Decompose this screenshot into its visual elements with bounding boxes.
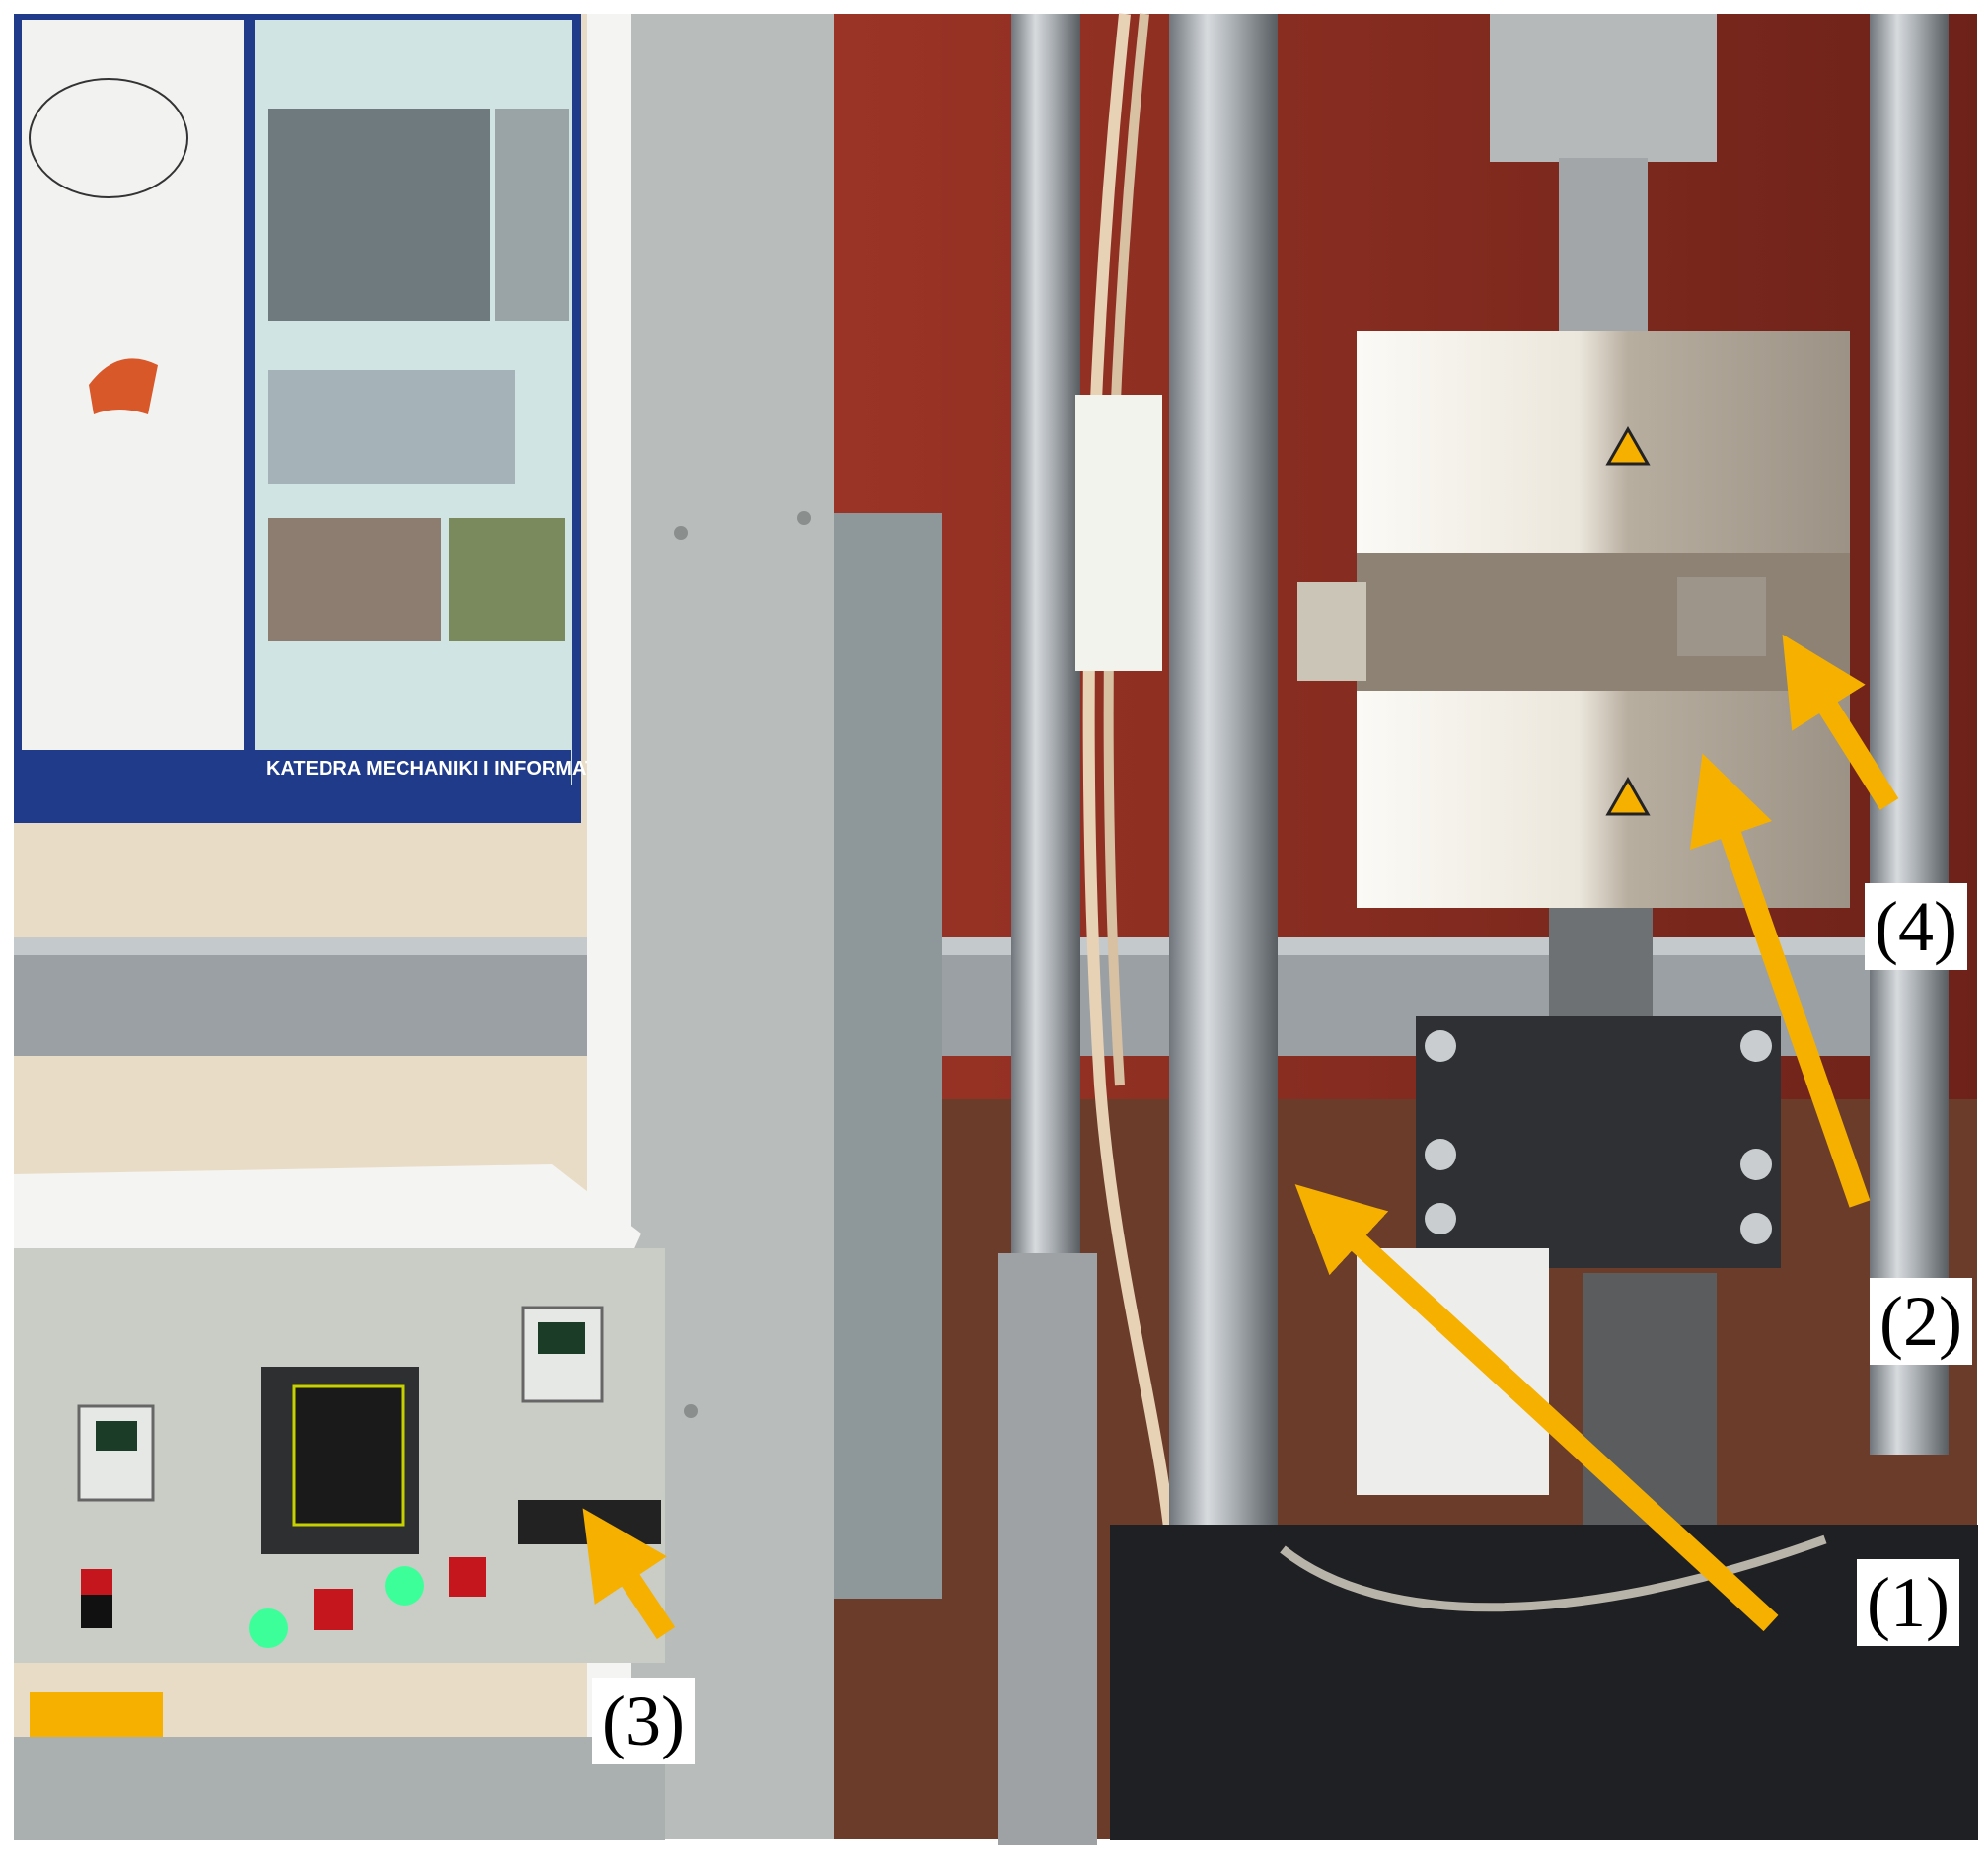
red-switch-2 [449,1557,486,1597]
label-3: (3) [592,1678,695,1764]
guide-rod [1011,14,1080,1277]
arrow-1 [1294,1184,1779,1632]
green-led-2 [385,1566,424,1606]
danger-sticker [30,1692,163,1742]
machine-base [1110,1525,1978,1840]
notice-sheet [1075,395,1162,671]
controller-panel [14,1248,665,1840]
arrow-3 [582,1508,676,1640]
brand-plate [518,1500,661,1544]
machine-column-right [1870,14,1949,1455]
furnace [1297,331,1850,908]
poster-caption: KATEDRA MECHANIKI I INFORMAT [266,758,597,780]
red-switch-1 [314,1589,353,1630]
label-4: (4) [1865,883,1967,970]
hazard-icon [1605,425,1651,466]
rod-sleeve [998,1253,1097,1845]
fixture [1357,1248,1549,1495]
controller-display-right [521,1306,604,1403]
metal-profiles [834,513,942,1599]
load-cell [1490,14,1717,162]
controller-display-left [77,1404,155,1502]
machine-column-left [1169,14,1278,1637]
label-1: (1) [1857,1559,1959,1646]
lower-grip [1416,908,1781,1268]
arrow-2 [1689,753,1871,1208]
label-2: (2) [1870,1278,1972,1365]
arrow-4 [1782,634,1899,810]
green-led-1 [249,1608,288,1648]
poster [14,14,581,823]
